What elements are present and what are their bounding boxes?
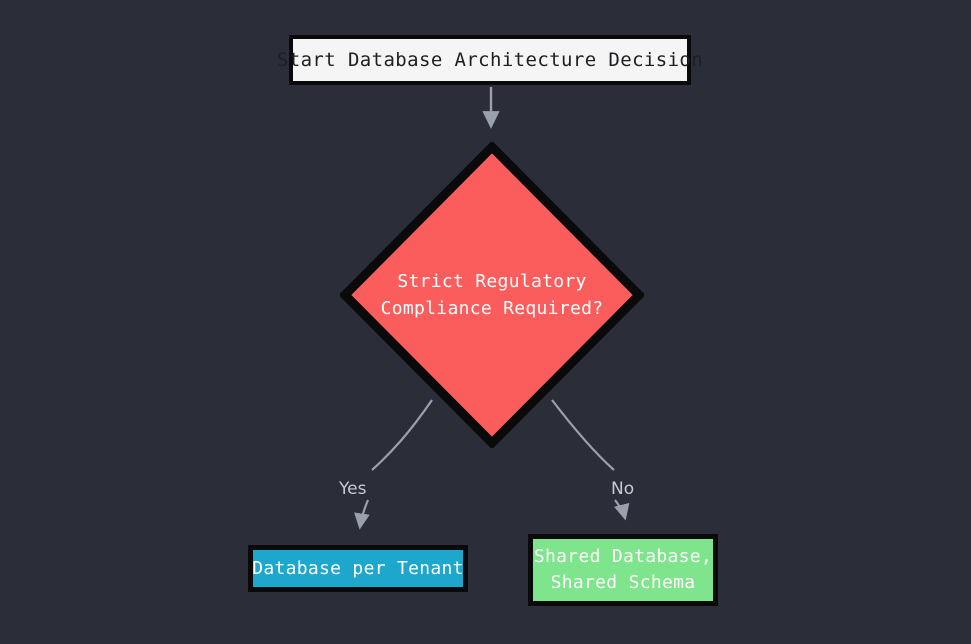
node-start[interactable]: Start Database Architecture Decision <box>277 35 703 85</box>
node-decision-label-group: Strict Regulatory Compliance Required? <box>340 142 644 448</box>
diamond-shape <box>340 142 644 448</box>
edge-label-yes: Yes <box>339 479 367 499</box>
node-decision-label-line2: Compliance Required? <box>380 298 604 319</box>
node-outcome-no-label-line2: Shared Schema <box>550 572 696 593</box>
node-outcome-yes-label: Database per Tenant <box>252 558 464 579</box>
node-outcome-database-per-tenant[interactable]: Database per Tenant <box>248 545 468 592</box>
node-decision[interactable]: Strict Regulatory Compliance Required? <box>340 142 644 448</box>
edge-label-no: No <box>611 479 635 499</box>
node-decision-label-line1: Strict Regulatory <box>397 271 587 292</box>
node-start-label: Start Database Architecture Decision <box>276 49 704 71</box>
node-outcome-no-label-line1: Shared Database, <box>533 546 713 567</box>
node-outcome-shared-database-shared-schema[interactable]: Shared Database, Shared Schema <box>528 534 718 606</box>
